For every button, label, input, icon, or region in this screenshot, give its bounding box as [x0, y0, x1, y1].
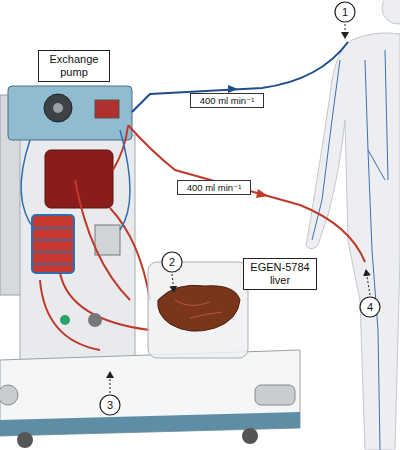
label-text: 400 ml min⁻¹	[200, 95, 255, 107]
liver	[158, 285, 240, 331]
handle	[0, 385, 18, 405]
flow-arrow	[228, 85, 238, 93]
machine-body	[20, 135, 135, 365]
wheel	[242, 428, 258, 444]
liver-vessels	[175, 300, 222, 318]
label-text: 400 ml min⁻¹	[187, 182, 242, 194]
organ-chamber	[148, 262, 248, 358]
callout-number: 2	[161, 251, 183, 273]
arterial-line	[128, 125, 365, 262]
callout-text: 3	[107, 399, 113, 411]
patient-head	[382, 0, 400, 24]
callout-outline	[360, 297, 380, 317]
callout-leader	[345, 24, 346, 38]
exchange-pump-unit	[8, 86, 132, 140]
oxygenator-coils	[34, 228, 72, 264]
callout-leader	[172, 274, 174, 292]
handle	[255, 385, 295, 405]
liver-chamber	[148, 262, 248, 358]
callout-text: 4	[367, 301, 373, 313]
callout-outline	[162, 252, 182, 272]
flow-rate-box: 400 ml min⁻¹	[177, 180, 251, 195]
callout-text: 1	[342, 6, 348, 18]
callout-leader	[366, 270, 370, 295]
blood-tubing	[40, 126, 150, 350]
flow-arrow	[256, 189, 268, 198]
sensor-unit	[95, 225, 120, 255]
veins	[312, 50, 388, 450]
label-box: Exchange pump	[38, 50, 110, 82]
gas-tubing	[21, 130, 130, 230]
label-box: EGEN-5784 liver	[243, 258, 317, 290]
label-text: EGEN-5784 liver	[247, 261, 313, 287]
callout-outline	[100, 395, 120, 415]
flow-rate-box: 400 ml min⁻¹	[190, 93, 264, 108]
callout-text: 2	[169, 256, 175, 268]
callout-number: 3	[99, 394, 121, 416]
pump-head	[44, 94, 72, 122]
label-text: Exchange pump	[42, 53, 106, 79]
wheel	[17, 432, 33, 448]
oxygenator	[32, 215, 74, 273]
callout-outline	[335, 2, 355, 22]
callout-leader	[110, 372, 111, 393]
callout-number: 1	[334, 1, 356, 23]
callout-number: 4	[359, 296, 381, 318]
pump-rotor	[53, 103, 63, 113]
connector	[60, 315, 70, 325]
venous-line	[132, 42, 348, 112]
machine-base	[0, 350, 300, 436]
flow-sensor	[88, 313, 102, 327]
pump-valve	[95, 100, 119, 118]
